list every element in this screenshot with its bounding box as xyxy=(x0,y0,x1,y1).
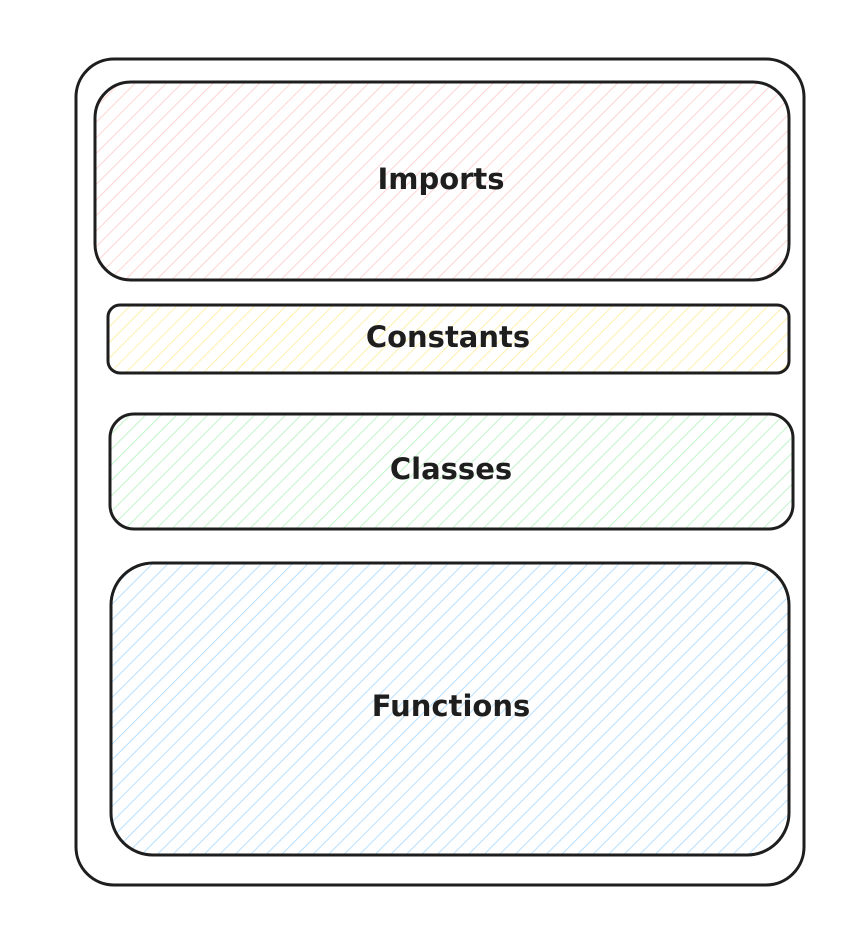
constants-section: Constants xyxy=(106,303,791,375)
functions-section: Functions xyxy=(109,561,791,857)
classes-section: Classes xyxy=(108,412,795,531)
classes-label: Classes xyxy=(390,452,512,486)
file-container xyxy=(74,57,806,887)
functions-label: Functions xyxy=(372,689,530,723)
imports-label: Imports xyxy=(377,162,504,196)
imports-section: Imports xyxy=(93,80,791,282)
constants-label: Constants xyxy=(366,320,530,354)
